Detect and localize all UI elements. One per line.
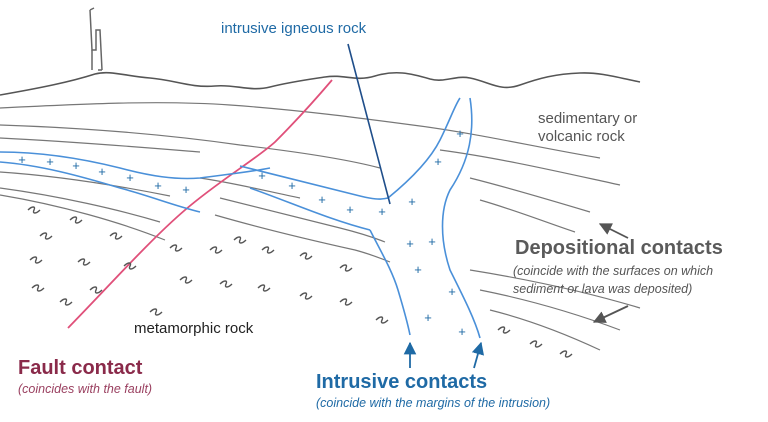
metamorphic-mark bbox=[209, 246, 223, 254]
layer-line bbox=[479, 289, 621, 331]
intrusive-arrow-right bbox=[471, 341, 485, 369]
layer-line bbox=[469, 269, 641, 309]
metamorphic-mark bbox=[77, 258, 91, 266]
metamorphic-mark bbox=[529, 340, 543, 348]
intrusion-mark: + bbox=[406, 236, 414, 251]
intrusion-mark: + bbox=[424, 310, 432, 325]
depositional-arrow-lower bbox=[592, 305, 629, 323]
ground-surface bbox=[0, 71, 641, 96]
depositional-sub-line1: (coincide with the surfaces on which bbox=[513, 264, 714, 278]
layer-line bbox=[439, 149, 621, 186]
depositional-title: Depositional contacts bbox=[515, 237, 723, 259]
metamorphic-mark bbox=[149, 308, 163, 316]
intrusion-mark: + bbox=[448, 284, 456, 299]
intrusion-mark: + bbox=[456, 126, 464, 141]
metamorphic-mark bbox=[179, 276, 193, 284]
intrusion-mark: + bbox=[414, 262, 422, 277]
intrusion-mark: + bbox=[378, 204, 386, 219]
metamorphic-mark bbox=[27, 206, 41, 214]
intrusion-mark: + bbox=[72, 158, 80, 173]
metamorphic-mark bbox=[89, 286, 103, 294]
layer-line bbox=[0, 102, 601, 159]
tower-icon bbox=[89, 7, 103, 71]
intrusion-mark: + bbox=[182, 182, 190, 197]
metamorphic-mark bbox=[109, 232, 123, 240]
metamorphic-label: metamorphic rock bbox=[134, 320, 254, 337]
metamorphic-mark bbox=[219, 280, 233, 288]
layer-line bbox=[479, 199, 576, 233]
fault-line bbox=[67, 79, 333, 329]
intrusion-mark: + bbox=[428, 234, 436, 249]
intrusion-mark: + bbox=[98, 164, 106, 179]
fault-sub: (coincides with the fault) bbox=[18, 382, 153, 396]
metamorphic-mark bbox=[39, 232, 53, 240]
intrusive-sub: (coincide with the margins of the intrus… bbox=[316, 396, 551, 410]
layer-line bbox=[0, 137, 201, 153]
fault-title: Fault contact bbox=[18, 357, 143, 379]
intrusion-mark: + bbox=[18, 152, 26, 167]
intrusion-marks: + + + + + + + + + + + + + + + + + + + + … bbox=[18, 126, 466, 339]
layer-line bbox=[0, 171, 171, 197]
metamorphic-mark bbox=[261, 246, 275, 254]
depositional-arrow-upper bbox=[598, 223, 629, 239]
intrusion-mark: + bbox=[434, 154, 442, 169]
intrusion-mark: + bbox=[46, 154, 54, 169]
intrusion-mark: + bbox=[154, 178, 162, 193]
metamorphic-mark bbox=[29, 256, 43, 264]
metamorphic-mark bbox=[497, 326, 511, 334]
sedimentary-label-line1: sedimentary or bbox=[538, 110, 638, 127]
layer-line bbox=[489, 309, 601, 351]
metamorphic-mark bbox=[31, 284, 45, 292]
intrusive-title: Intrusive contacts bbox=[316, 371, 488, 393]
dike-intrusion bbox=[369, 97, 481, 339]
layer-line bbox=[0, 124, 381, 169]
intrusion-mark: + bbox=[458, 324, 466, 339]
metamorphic-mark bbox=[559, 350, 573, 358]
metamorphic-mark bbox=[59, 298, 73, 306]
metamorphic-marks bbox=[27, 206, 573, 358]
layer-line bbox=[219, 197, 386, 243]
layer-line bbox=[0, 187, 161, 223]
metamorphic-mark bbox=[169, 244, 183, 252]
metamorphic-mark bbox=[299, 252, 313, 260]
depositional-sub-line2: sediment or lava was deposited) bbox=[513, 282, 693, 296]
intrusion-mark: + bbox=[346, 202, 354, 217]
metamorphic-mark bbox=[257, 284, 271, 292]
metamorphic-mark bbox=[339, 298, 353, 306]
sill-intrusion bbox=[0, 151, 389, 231]
layer-line bbox=[469, 177, 591, 213]
metamorphic-mark bbox=[299, 292, 313, 300]
metamorphic-mark bbox=[339, 264, 353, 272]
intrusion-mark: + bbox=[408, 194, 416, 209]
sedimentary-layers bbox=[0, 102, 641, 351]
metamorphic-mark bbox=[123, 262, 137, 270]
sedimentary-label-line2: volcanic rock bbox=[538, 128, 625, 145]
metamorphic-mark bbox=[375, 316, 389, 324]
metamorphic-top-contact-2 bbox=[214, 214, 391, 263]
metamorphic-mark bbox=[69, 216, 83, 224]
metamorphic-mark bbox=[233, 236, 247, 244]
layer-line bbox=[199, 177, 301, 199]
metamorphic-top-contact bbox=[0, 194, 166, 241]
intrusive-rock-leader bbox=[347, 43, 391, 205]
intrusive-rock-label: intrusive igneous rock bbox=[221, 20, 367, 37]
intrusion-mark: + bbox=[126, 170, 134, 185]
intrusion-mark: + bbox=[258, 168, 266, 183]
intrusion-mark: + bbox=[318, 192, 326, 207]
intrusion-mark: + bbox=[288, 178, 296, 193]
